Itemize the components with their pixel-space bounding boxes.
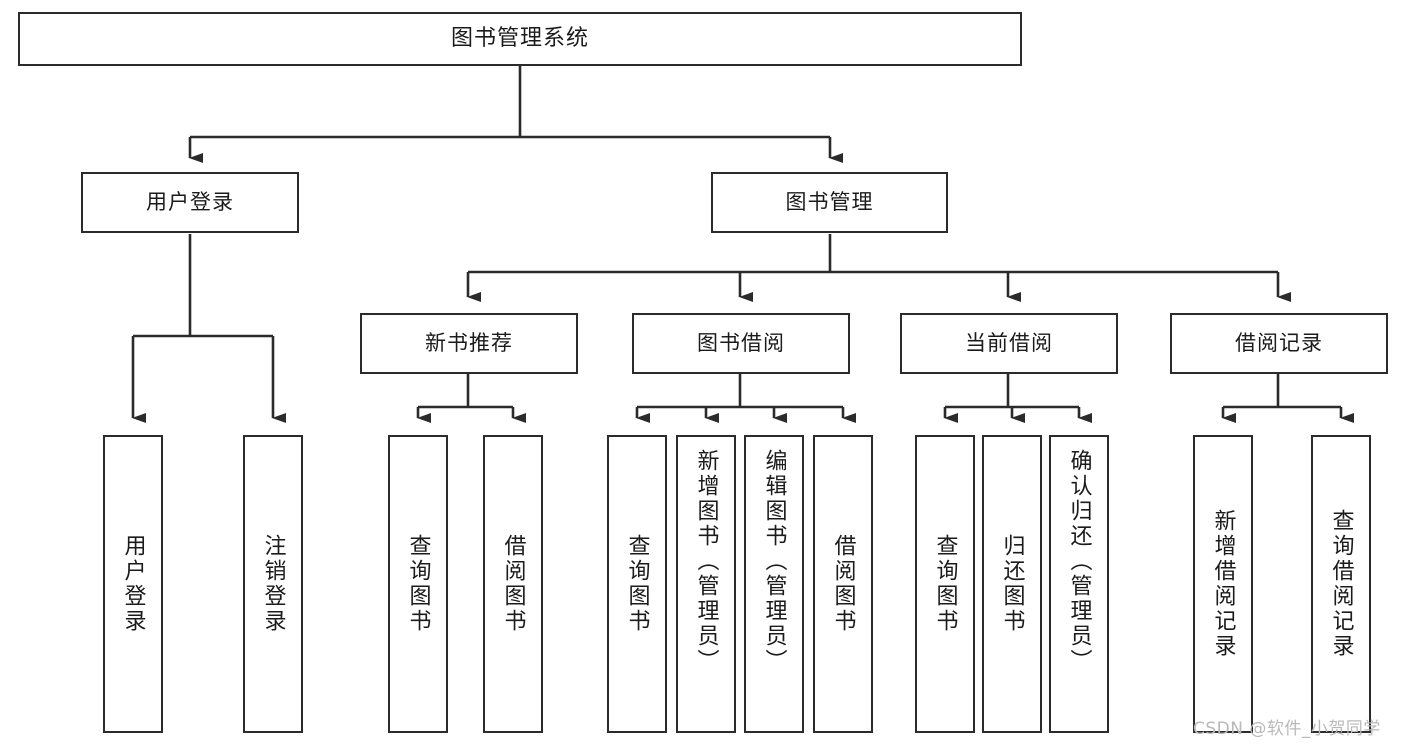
- leaf-records-add-record[interactable]: 新增借阅记录: [1193, 435, 1253, 733]
- leaf-user-login-signout[interactable]: 注销登录: [243, 435, 303, 733]
- node-label: 图书管理: [785, 190, 874, 215]
- watermark-credit: CSDN @软件_小贺同学: [1193, 719, 1381, 739]
- node-label: 查询图书: [932, 534, 958, 634]
- node-label: 借阅记录: [1235, 331, 1323, 356]
- node-label: 新增图书（管理员）: [693, 449, 719, 674]
- node-label: 用户登录: [146, 190, 234, 215]
- node-label: 图书管理系统: [450, 26, 589, 52]
- node-new-book-recommend[interactable]: 新书推荐: [360, 313, 578, 374]
- node-book-management[interactable]: 图书管理: [711, 172, 948, 233]
- node-label: 用户登录: [120, 534, 146, 634]
- leaf-user-login-signin[interactable]: 用户登录: [103, 435, 163, 733]
- node-label: 借阅图书: [830, 534, 856, 634]
- leaf-borrow-query-book[interactable]: 查询图书: [607, 435, 667, 733]
- leaf-borrow-borrow-book[interactable]: 借阅图书: [813, 435, 873, 733]
- node-root-system[interactable]: 图书管理系统: [18, 12, 1022, 66]
- leaf-records-query-record[interactable]: 查询借阅记录: [1311, 435, 1371, 733]
- node-label: 注销登录: [260, 534, 286, 634]
- node-current-borrow[interactable]: 当前借阅: [900, 313, 1118, 374]
- node-book-borrow[interactable]: 图书借阅: [632, 313, 850, 374]
- leaf-current-confirm-return-admin[interactable]: 确认归还（管理员）: [1049, 435, 1109, 733]
- node-label: 查询图书: [405, 534, 431, 634]
- leaf-current-query-book[interactable]: 查询图书: [915, 435, 975, 733]
- node-borrow-records[interactable]: 借阅记录: [1170, 313, 1388, 374]
- node-label: 编辑图书（管理员）: [761, 449, 787, 674]
- node-label: 借阅图书: [500, 534, 526, 634]
- node-label: 图书借阅: [697, 331, 785, 356]
- node-label: 新书推荐: [425, 331, 513, 356]
- node-label: 确认归还（管理员）: [1066, 449, 1092, 674]
- leaf-current-return-book[interactable]: 归还图书: [982, 435, 1042, 733]
- leaf-borrow-add-book-admin[interactable]: 新增图书（管理员）: [676, 435, 736, 733]
- leaf-new-book-borrow[interactable]: 借阅图书: [483, 435, 543, 733]
- leaf-new-book-query[interactable]: 查询图书: [388, 435, 448, 733]
- leaf-borrow-edit-book-admin[interactable]: 编辑图书（管理员）: [744, 435, 804, 733]
- node-label: 归还图书: [999, 534, 1025, 634]
- node-label: 新增借阅记录: [1210, 509, 1236, 659]
- node-label: 查询借阅记录: [1328, 509, 1354, 659]
- node-label: 查询图书: [624, 534, 650, 634]
- node-user-login[interactable]: 用户登录: [81, 172, 299, 233]
- node-label: 当前借阅: [965, 331, 1053, 356]
